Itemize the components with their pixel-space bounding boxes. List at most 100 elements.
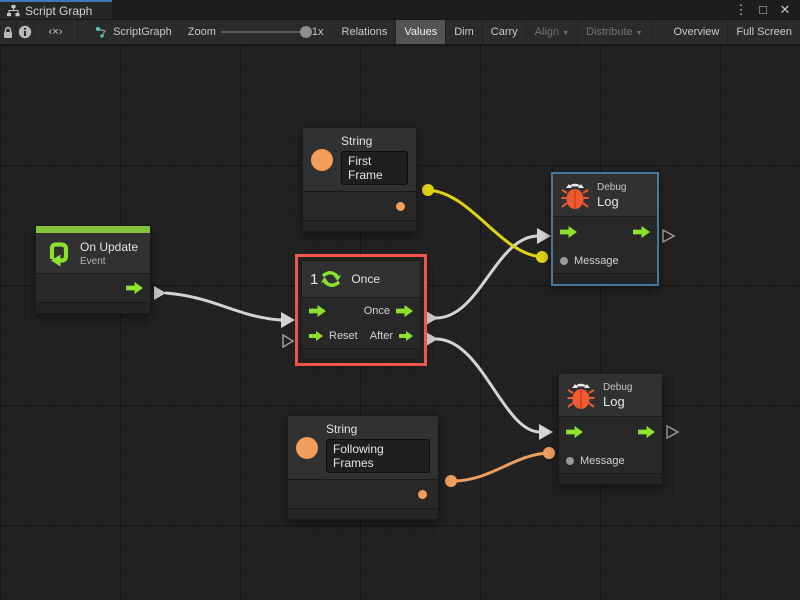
node-footer: [553, 273, 657, 284]
message-input-port[interactable]: [566, 456, 574, 465]
node-header: On Update Event: [36, 233, 150, 274]
wire-string2-to-message[interactable]: [449, 451, 551, 483]
once-out-once-triangle[interactable]: [426, 311, 438, 325]
flow-output-port[interactable]: [126, 282, 143, 294]
dim-button[interactable]: Dim: [446, 20, 483, 44]
dim-label: Dim: [454, 26, 474, 38]
string-output-port[interactable]: [418, 489, 427, 499]
once-out-after-triangle[interactable]: [426, 332, 438, 346]
inspect-button[interactable]: [17, 20, 34, 44]
flow-row: [559, 417, 662, 447]
string-type-icon: [296, 436, 318, 459]
string-type-icon: [311, 148, 333, 171]
node-on-update[interactable]: On Update Event: [35, 225, 151, 314]
wire-yellow-start-dot[interactable]: [422, 184, 434, 196]
node-title: String: [326, 422, 358, 436]
flow-input-port[interactable]: [566, 426, 583, 438]
enter-input-port[interactable]: [309, 304, 326, 317]
code-preview-button[interactable]: ‹×›: [34, 20, 79, 44]
node-footer: [288, 508, 438, 519]
message-label: Message: [574, 254, 619, 267]
debugbottom-output-triangle[interactable]: [666, 424, 680, 440]
node-title: String: [341, 134, 373, 148]
zoom-control: Zoom 1x: [180, 20, 332, 44]
reset-input-port[interactable]: [309, 330, 323, 342]
graph-canvas[interactable]: String First Frame: [0, 45, 800, 600]
close-icon[interactable]: ✕: [779, 2, 791, 17]
tab-script-graph[interactable]: Script Graph: [0, 0, 112, 19]
onupdate-output-triangle[interactable]: [154, 286, 166, 300]
node-footer: [559, 473, 662, 484]
once-reset-input-triangle[interactable]: [282, 333, 295, 349]
node-header: Debug Log: [553, 174, 657, 217]
titlebar-spacer: [112, 0, 732, 19]
graph-breadcrumb[interactable]: ScriptGraph: [87, 20, 180, 44]
carry-button[interactable]: Carry: [483, 20, 527, 44]
zoom-slider[interactable]: [220, 26, 312, 38]
node-string-first-frame[interactable]: String First Frame: [302, 127, 417, 232]
overview-button[interactable]: Overview: [666, 20, 729, 44]
lock-button[interactable]: [0, 20, 17, 44]
wire-yellow-end-dot[interactable]: [536, 251, 548, 263]
graph-name-label: ScriptGraph: [113, 26, 172, 38]
string-value-input[interactable]: Following Frames: [326, 439, 430, 473]
debugtop-output-triangle[interactable]: [662, 228, 676, 244]
relations-label: Relations: [341, 26, 388, 38]
string-output-port[interactable]: [396, 201, 405, 211]
node-header: String First Frame: [303, 128, 416, 192]
once-row-2: Reset After: [302, 323, 420, 348]
chevron-down-icon: ▼: [635, 29, 643, 37]
toolbar-gap: [78, 20, 87, 44]
carry-label: Carry: [490, 26, 518, 38]
once-icon-number: 1: [310, 270, 319, 288]
node-debug-log-bottom[interactable]: Debug Log Message: [558, 373, 663, 485]
message-input-port[interactable]: [560, 256, 568, 265]
flow-output-port[interactable]: [633, 226, 650, 238]
wire-once-to-debugtop[interactable]: [434, 234, 540, 320]
distribute-label: Distribute: [586, 26, 633, 38]
reset-input-label: Reset: [329, 330, 358, 342]
wire-onupdate-to-once[interactable]: [164, 291, 283, 322]
values-button[interactable]: Values: [396, 20, 447, 44]
maximize-icon[interactable]: □: [759, 2, 767, 17]
node-debug-log-top[interactable]: Debug Log Message: [551, 172, 659, 286]
message-row: Message: [553, 247, 657, 273]
once-input-arrowhead: [281, 312, 295, 328]
fullscreen-label: Full Screen: [736, 26, 792, 38]
string-value-input[interactable]: First Frame: [341, 151, 408, 185]
flow-output-port[interactable]: [638, 426, 655, 438]
once-row-1: Once: [302, 298, 420, 323]
node-string-following-frames[interactable]: String Following Frames: [287, 415, 439, 520]
node-header: String Following Frames: [288, 416, 438, 480]
node-title: Once: [351, 272, 381, 286]
wire-once-to-debugbottom[interactable]: [434, 337, 542, 434]
relations-button[interactable]: Relations: [334, 20, 397, 44]
window-menu-icon[interactable]: ⋮: [734, 2, 748, 17]
on-update-loop-icon: [49, 242, 69, 267]
cycle-arrows-icon: [321, 271, 342, 287]
node-header: Debug Log: [559, 374, 662, 417]
distribute-dropdown[interactable]: Distribute ▼: [578, 20, 652, 44]
after-output-port[interactable]: [398, 330, 413, 342]
wire-string1-to-message[interactable]: [426, 188, 544, 259]
fullscreen-button[interactable]: Full Screen: [728, 20, 800, 44]
chevron-down-icon: ▼: [562, 29, 570, 37]
message-label: Message: [580, 454, 625, 467]
overview-label: Overview: [673, 26, 720, 38]
bug-icon: [567, 383, 595, 409]
toolbar-gap: [652, 20, 666, 44]
wire-orange-end-dot[interactable]: [543, 447, 555, 459]
zoom-slider-handle[interactable]: [299, 26, 312, 38]
align-dropdown[interactable]: Align ▼: [527, 20, 579, 44]
align-label: Align: [534, 26, 560, 38]
values-label: Values: [404, 26, 438, 38]
info-icon: [18, 25, 32, 39]
flow-input-port[interactable]: [560, 226, 577, 238]
wire-orange-start-dot[interactable]: [445, 475, 457, 487]
once-output-port[interactable]: [396, 304, 413, 317]
flow-row: [36, 274, 150, 302]
node-once[interactable]: 1 Once Once Reset After: [301, 260, 421, 360]
node-footer: [302, 348, 420, 359]
message-row: Message: [559, 447, 662, 473]
debugbottom-input-arrowhead: [539, 424, 553, 440]
